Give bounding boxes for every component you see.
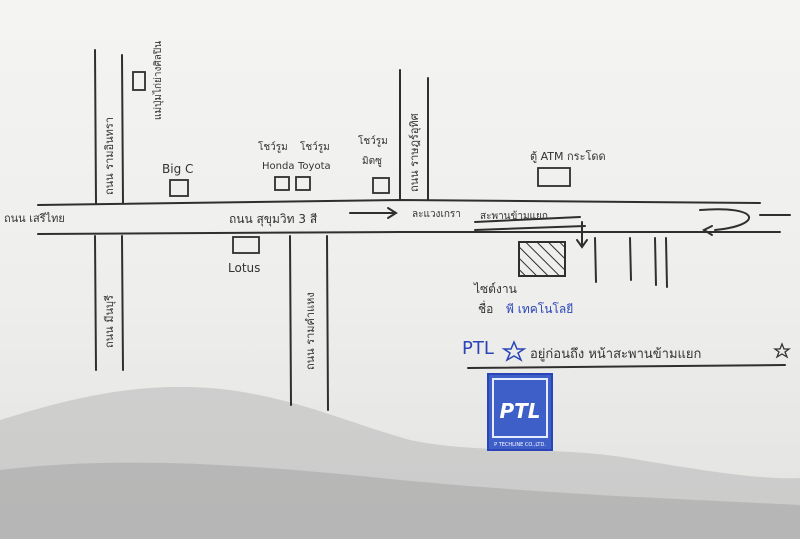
star-icon (501, 340, 527, 362)
flyover-label: สะพานข้ามแยก (480, 210, 548, 222)
top-left-building-label: แม่ปุ่มไก่ย่างศิลปิน (152, 41, 164, 120)
right-road-4 (665, 237, 668, 288)
note-underline (467, 364, 786, 369)
ptl-logo: PTL P TECHLINE CO.,LTD. (487, 373, 553, 451)
site-line1: ไซต์งาน (473, 282, 517, 296)
shadow-region-dark (0, 462, 800, 539)
road-ramintra (94, 49, 97, 204)
u-turn-arrowhead (701, 225, 713, 236)
big-c-label: Big C (162, 162, 193, 176)
minburi-label: ถนน มีนบุรี (103, 295, 116, 348)
down-arrowhead (576, 239, 588, 249)
location-note: อยู่ก่อนถึง หน้าสะพานข้ามแยก (530, 347, 701, 362)
u-turn-loop (699, 208, 750, 231)
top-right-building-label: ตู้ ATM กระโดด (530, 149, 606, 163)
logo-text: PTL (499, 399, 540, 423)
star-icon-end (773, 342, 791, 359)
site-building (518, 241, 566, 277)
company-label: PTL (462, 338, 494, 359)
site-line2-prefix: ชื่อ (478, 300, 493, 316)
shadow-region (0, 386, 800, 539)
mitsu-building (372, 177, 390, 194)
toyota-caption: โชว์รูม (300, 140, 330, 153)
ratutit-label: ถนน ราษฎร์อุทิศ (408, 113, 421, 192)
junction-note: ละแวงเกรา (412, 209, 461, 220)
left-end-road-label: ถนน เสรีไทย (4, 212, 65, 225)
site-line2-name: พี เทคโนโลยี (506, 302, 573, 316)
toyota-label: Toyota (297, 161, 331, 172)
main-road-bottom-edge (37, 231, 781, 235)
main-road-top-edge (37, 198, 761, 206)
ramkhamhaeng-label: ถนน รามคำแหง (304, 292, 317, 370)
right-road-2 (629, 237, 632, 281)
main-road-label: ถนน สุขุมวิท 3 สี (229, 212, 318, 227)
logo-caption: P TECHLINE CO.,LTD. (494, 442, 546, 448)
honda-label: Honda (262, 161, 294, 172)
toyota-building (295, 176, 311, 191)
top-left-building (132, 71, 146, 91)
top-right-building (537, 167, 571, 187)
honda-caption: โชว์รูม (258, 140, 288, 153)
flyover (474, 216, 581, 223)
road-minburi (94, 235, 97, 371)
road-minburi-edge (121, 235, 124, 371)
flyover-edge (474, 225, 586, 231)
ramintra-label: ถนน รามอินทรา (103, 117, 116, 195)
road-ramkhamhaeng-edge (326, 235, 329, 411)
mitsu-caption: โชว์รูม (358, 134, 388, 147)
right-road-1 (594, 237, 597, 283)
road-ramkhamhaeng (289, 235, 292, 406)
road-ramintra-edge (121, 54, 124, 204)
lotus-building (232, 236, 260, 254)
big-c-building (169, 179, 189, 197)
lotus-label: Lotus (228, 261, 260, 275)
direction-arrowhead (387, 207, 398, 219)
right-road-3 (654, 237, 657, 286)
mitsu-label: มิตซู (362, 156, 382, 167)
honda-building (274, 176, 290, 191)
